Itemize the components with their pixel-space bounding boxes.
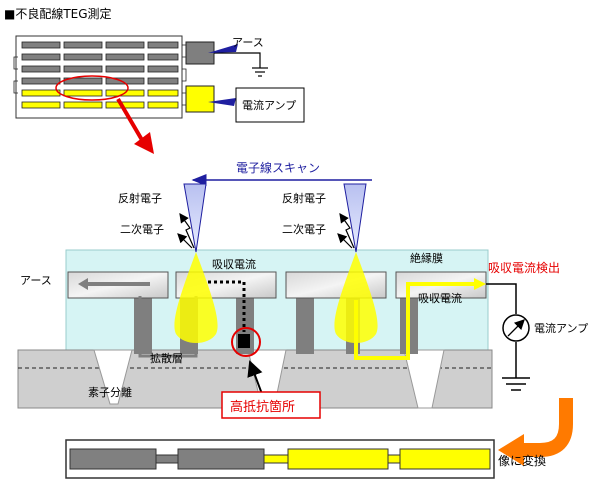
high-resistance-label: 高抵抗箇所 [230, 399, 295, 415]
defect-highlight-ellipse [55, 75, 129, 101]
detection-label: 吸収電流検出 [488, 261, 560, 275]
amp-label-top: 電流アンプ [242, 98, 296, 112]
substrate [17, 349, 493, 409]
high-resistance-box [221, 391, 321, 419]
yellow-wire-rows [21, 89, 179, 109]
amp-circuit [486, 283, 530, 391]
absorbed-current-path [354, 282, 478, 360]
gray-wire-rows [21, 41, 179, 85]
electron-beam-1 [183, 183, 207, 253]
defect-current-path [208, 280, 246, 332]
zoom-arrow [116, 97, 154, 154]
amp-label-right: 電流アンプ [534, 321, 588, 335]
absorbed-current-label-1: 吸収電流 [212, 257, 256, 271]
ground-symbol-top [214, 52, 268, 77]
insulating-film-label: 絶縁膜 [410, 251, 443, 265]
absorbed-current-label-2: 吸収電流 [418, 291, 462, 305]
probe-needle-ground [208, 44, 238, 53]
reflected-electron-label-2: 反射電子 [282, 191, 326, 205]
ground-label-top: アース [232, 36, 264, 49]
interaction-volumes [174, 252, 378, 343]
emitted-electrons-1 [177, 213, 195, 249]
amp-box-top [235, 87, 305, 123]
ground-pad [185, 41, 215, 65]
high-resistance-circle [231, 327, 261, 357]
result-image [65, 439, 495, 479]
title: ■不良配線TEG測定 [4, 6, 112, 21]
amp-pad [185, 85, 215, 113]
emitted-electrons-2 [337, 213, 355, 249]
probe-needle-amp [208, 98, 236, 106]
secondary-electron-label-1: 二次電子 [120, 222, 164, 236]
convert-label: 像に変換 [498, 453, 546, 468]
ground-label-left: アース [20, 274, 52, 287]
isolation-label: 素子分離 [88, 385, 132, 399]
reflected-electron-label-1: 反射電子 [118, 191, 162, 205]
teg-layout [13, 35, 187, 119]
secondary-electron-label-2: 二次電子 [282, 222, 326, 236]
convert-arrow [498, 398, 573, 466]
electron-beam-2 [343, 183, 367, 253]
diffusion-label: 拡散層 [150, 351, 183, 365]
scan-label: 電子線スキャン [236, 160, 320, 175]
